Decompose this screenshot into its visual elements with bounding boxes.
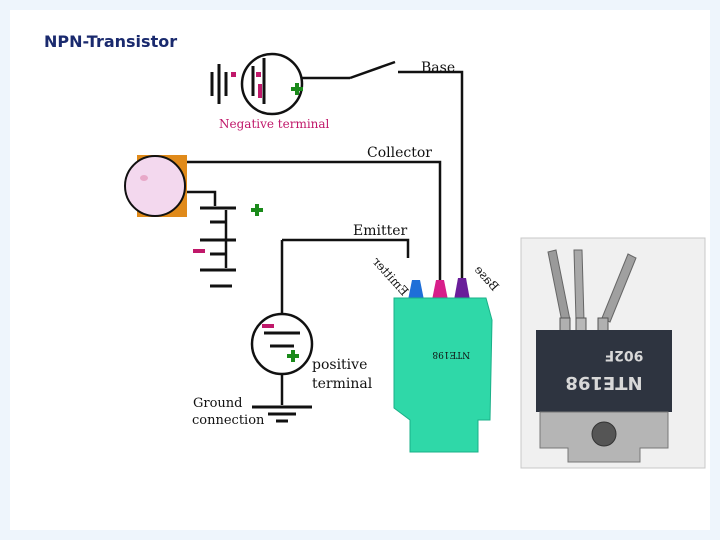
collector-label: Collector (367, 145, 432, 161)
base-pin (454, 278, 470, 300)
emitter-pin (408, 280, 424, 300)
top-battery-cells (210, 64, 228, 104)
wire-switch-to-base (398, 70, 464, 292)
ground-symbol (252, 405, 312, 423)
top-battery-inner (251, 58, 266, 104)
top-positive-sign (291, 83, 303, 95)
wire-lamp-to-battery (185, 190, 217, 206)
collector-pin (432, 280, 448, 300)
middle-battery-cells (200, 206, 236, 288)
bottom-negative-sign (262, 324, 274, 328)
positive-terminal-label-line2: terminal (312, 376, 373, 392)
top-negative-dot-1 (231, 72, 236, 77)
lamp-bulb (124, 155, 186, 217)
emitter-label: Emitter (353, 223, 408, 239)
ground-connection-label-line1: Ground (193, 396, 243, 411)
wire-collector (185, 160, 442, 290)
transistor-photo (520, 237, 706, 469)
emitter-pin-label: Emitter (370, 254, 412, 298)
negative-terminal-label: Negative terminal (219, 117, 330, 131)
base-pin-label: Base (472, 263, 502, 294)
bottom-positive-sign (287, 350, 299, 362)
middle-positive-sign (251, 204, 263, 216)
transistor-body (393, 297, 493, 453)
bottom-battery-inner (264, 331, 300, 348)
wire-emitter (282, 238, 410, 258)
top-battery-circle (240, 52, 304, 116)
photo-code: 902F (605, 347, 644, 363)
photo-part-number: NTE198 (565, 372, 642, 393)
positive-terminal-label-line1: positive (312, 357, 368, 373)
top-negative-sign (258, 84, 262, 98)
bottom-battery-circle (250, 312, 314, 376)
base-label: Base (421, 60, 456, 76)
lamp-highlight (140, 175, 148, 181)
ground-connection-label-line2: connection (192, 413, 265, 428)
top-negative-dot-2 (256, 72, 261, 77)
chip-label: NTE198 (432, 349, 470, 359)
wires (185, 60, 464, 405)
switch-lever (349, 60, 396, 80)
diagram-title: NPN-Transistor (44, 32, 178, 51)
middle-negative-sign (193, 249, 205, 253)
